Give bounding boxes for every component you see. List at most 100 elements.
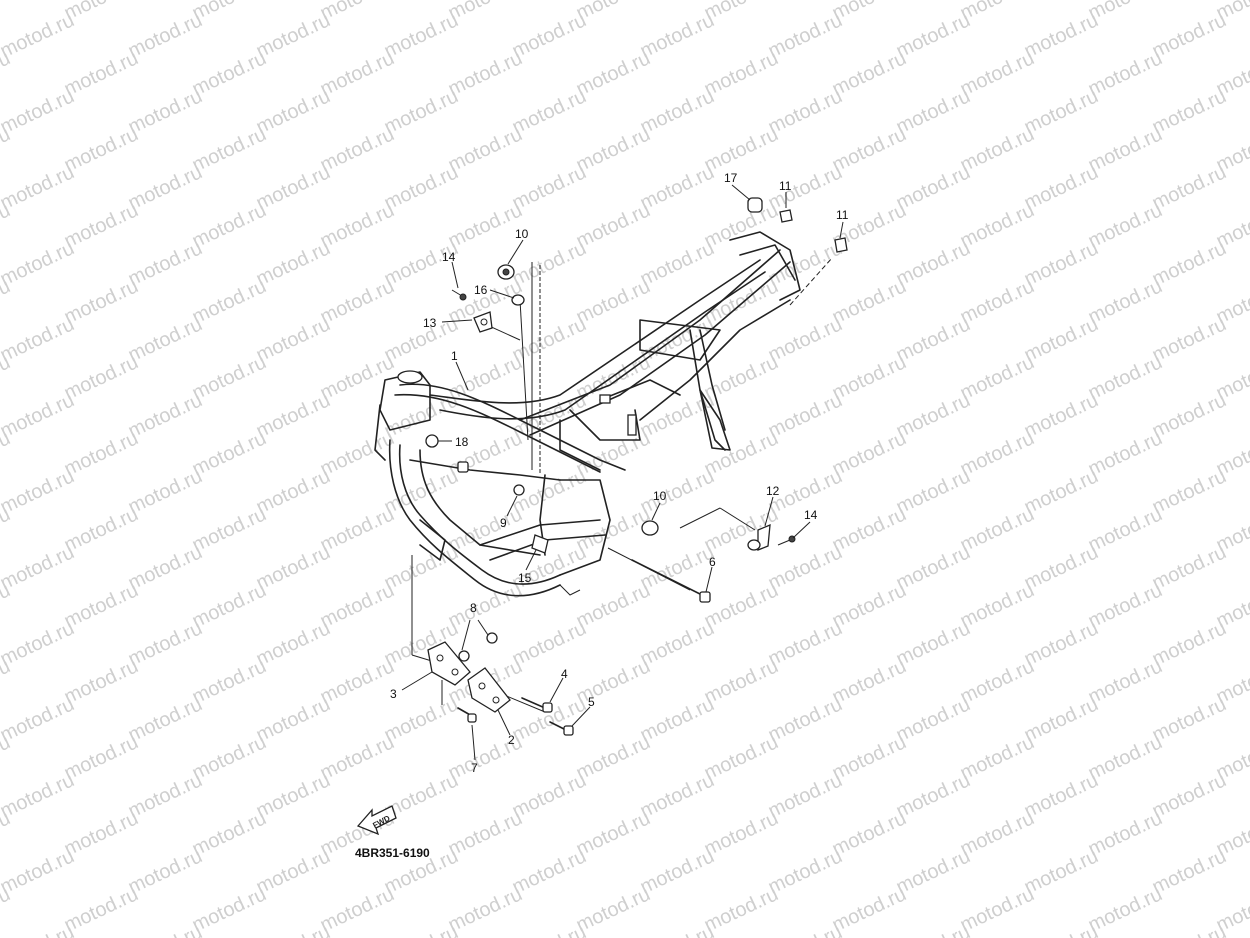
callout-17: 17 <box>724 171 738 185</box>
watermark-text: motod.ru <box>189 655 270 708</box>
fwd-arrow-icon: FWD <box>356 805 397 836</box>
part-bolt-4[interactable] <box>521 697 553 713</box>
watermark-text: motod.ru <box>189 351 270 404</box>
watermark-text: motod.ru <box>573 883 654 936</box>
watermark-text: motod.ru <box>125 845 206 898</box>
part-nut-18[interactable] <box>425 434 439 448</box>
watermark-text: motod.ru <box>893 237 974 290</box>
watermark-text: motod.ru <box>573 807 654 860</box>
watermark-text: motod.ru <box>1021 921 1102 938</box>
watermark-text: motod.ru <box>253 85 334 138</box>
part-bracket-13[interactable] <box>473 311 493 333</box>
watermark-text: motod.ru <box>125 693 206 746</box>
part-bracket-3[interactable] <box>427 641 471 686</box>
watermark-text: motod.ru <box>125 921 206 938</box>
watermark-text: motod.ru <box>61 123 142 176</box>
watermark-text: motod.ru <box>0 769 78 822</box>
watermark-text: motod.ru <box>1085 123 1166 176</box>
watermark-text: motod.ru <box>0 85 78 138</box>
watermark-text: motod.ru <box>637 845 718 898</box>
callout-15: 15 <box>518 571 532 585</box>
part-bracket-2[interactable] <box>467 667 511 713</box>
watermark-text: motod.ru <box>893 693 974 746</box>
watermark-text: motod.ru <box>1085 275 1166 328</box>
watermark-text: motod.ru <box>1021 769 1102 822</box>
watermark-text: motod.ru <box>509 769 590 822</box>
watermark-text: motod.ru <box>189 503 270 556</box>
watermark-text: motod.ru <box>445 199 526 252</box>
watermark-text: motod.ru <box>1021 237 1102 290</box>
watermark-text: motod.ru <box>1085 731 1166 784</box>
watermark-text: motod.ru <box>1149 313 1230 366</box>
part-bracket-12[interactable] <box>747 523 771 551</box>
part-nut-8-b[interactable] <box>486 632 498 644</box>
watermark-text: motod.ru <box>957 579 1038 632</box>
part-nut-9[interactable] <box>513 484 525 496</box>
watermark-text: motod.ru <box>1021 465 1102 518</box>
watermark-text: motod.ru <box>829 503 910 556</box>
watermark-text: motod.ru <box>189 883 270 936</box>
watermark-text: motod.ru <box>1085 351 1166 404</box>
part-grommet-10-right[interactable] <box>641 520 659 536</box>
watermark-text: motod.ru <box>573 199 654 252</box>
watermark-text: motod.ru <box>957 807 1038 860</box>
callout-leaders <box>401 184 844 761</box>
watermark-text: motod.ru <box>0 389 78 442</box>
watermark-text: motod.ru <box>893 617 974 670</box>
part-collar-11-a[interactable] <box>779 209 793 223</box>
watermark-text: motod.ru <box>61 199 142 252</box>
watermark-text: motod.ru <box>317 47 398 100</box>
watermark-text: motod.ru <box>317 199 398 252</box>
watermark-text: motod.ru <box>125 313 206 366</box>
part-nut-8-a[interactable] <box>458 650 470 662</box>
watermark-text: motod.ru <box>125 465 206 518</box>
watermark-text: motod.ru <box>253 693 334 746</box>
part-collar-11-b[interactable] <box>834 237 848 253</box>
watermark-text: motod.ru <box>317 503 398 556</box>
part-collar-16[interactable] <box>511 294 525 306</box>
watermark-text: motod.ru <box>61 47 142 100</box>
watermark-text: motod.ru <box>573 579 654 632</box>
watermark-text: motod.ru <box>445 47 526 100</box>
part-bolt-14-top[interactable] <box>451 289 467 301</box>
watermark-text: motod.ru <box>317 579 398 632</box>
watermark-text: motod.ru <box>189 275 270 328</box>
part-bolt-6[interactable] <box>631 559 711 603</box>
watermark-text: motod.ru <box>0 237 78 290</box>
part-grommet-17[interactable] <box>747 197 763 213</box>
callout-4: 4 <box>561 667 568 681</box>
watermark-text: motod.ru <box>253 617 334 670</box>
part-grommet-10-top[interactable] <box>497 264 515 280</box>
watermark-text: motod.ru <box>893 313 974 366</box>
watermark-text: motod.ru <box>61 351 142 404</box>
watermark-text: motod.ru <box>381 693 462 746</box>
part-bolt-5[interactable] <box>549 721 574 736</box>
watermark-text: motod.ru <box>1085 807 1166 860</box>
callout-14-top: 14 <box>442 250 456 264</box>
part-bolt-7[interactable] <box>457 707 477 723</box>
watermark-text: motod.ru <box>125 9 206 62</box>
watermark-text: motod.ru <box>0 465 78 518</box>
watermark-text: motod.ru <box>253 237 334 290</box>
part-bolt-14-right[interactable] <box>777 535 796 546</box>
watermark-text: motod.ru <box>893 389 974 442</box>
watermark-text: motod.ru <box>829 427 910 480</box>
watermark-text: motod.ru <box>125 769 206 822</box>
callout-2: 2 <box>508 733 515 747</box>
callout-11-b: 11 <box>836 208 849 222</box>
watermark-text: motod.ru <box>253 389 334 442</box>
watermark-text: motod.ru <box>1085 427 1166 480</box>
watermark-text: motod.ru <box>701 655 782 708</box>
watermark-text: motod.ru <box>61 655 142 708</box>
watermark-text: motod.ru <box>637 921 718 938</box>
callout-7: 7 <box>471 761 478 775</box>
watermark-text: motod.ru <box>189 731 270 784</box>
watermark-text: motod.ru <box>829 275 910 328</box>
part-bracket-15[interactable] <box>531 534 549 554</box>
watermark-text: motod.ru <box>637 617 718 670</box>
watermark-text: motod.ru <box>125 161 206 214</box>
watermark-text: motod.ru <box>317 655 398 708</box>
